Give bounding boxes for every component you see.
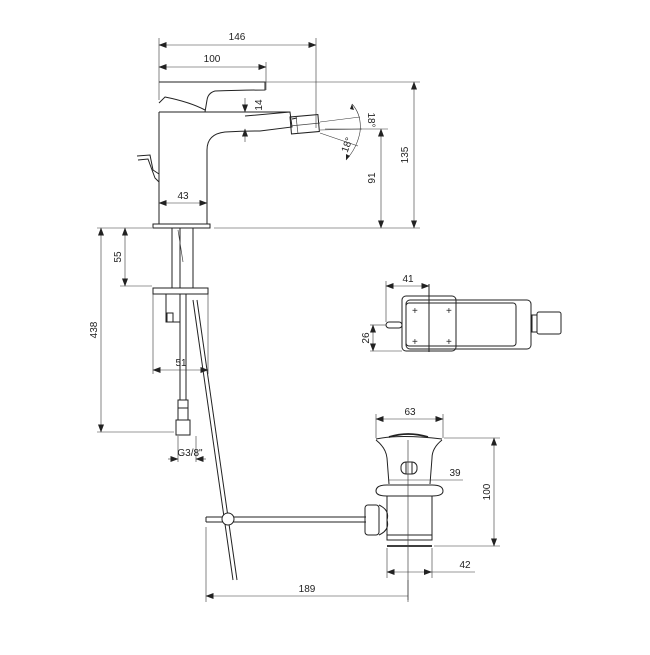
dim-angle-down: 18° [340, 136, 356, 154]
dim-51: 51 [175, 358, 187, 369]
dim-100: 100 [204, 54, 221, 65]
dim-438: 438 [89, 321, 100, 338]
side-view-dimensions: 146 100 14 135 91 18° 18° 43 55 [89, 32, 420, 462]
dim-43: 43 [177, 191, 189, 202]
dim-189: 189 [299, 584, 316, 595]
dim-26: 26 [361, 332, 372, 344]
faucet-side-view [136, 81, 321, 581]
dim-41: 41 [402, 274, 414, 285]
dim-14: 14 [254, 99, 265, 111]
top-view-dimensions: 41 26 [361, 274, 430, 352]
svg-text:+: + [412, 306, 418, 317]
dim-146: 146 [229, 32, 246, 43]
dim-91: 91 [367, 172, 378, 184]
dim-39: 39 [449, 468, 461, 479]
waste-dimensions: 63 39 100 42 189 [205, 407, 500, 602]
svg-text:+: + [446, 337, 452, 348]
dim-100-waste: 100 [482, 483, 493, 500]
dim-angle-up: 18° [365, 112, 376, 127]
dim-63: 63 [404, 407, 416, 418]
dim-55: 55 [113, 251, 124, 263]
dim-g38: G3/8" [177, 448, 203, 459]
faucet-top-view: + + + + [385, 284, 562, 352]
svg-text:+: + [446, 306, 452, 317]
dim-42: 42 [459, 560, 471, 571]
pop-up-waste [205, 433, 444, 600]
dim-135: 135 [400, 146, 411, 163]
svg-text:+: + [412, 337, 418, 348]
